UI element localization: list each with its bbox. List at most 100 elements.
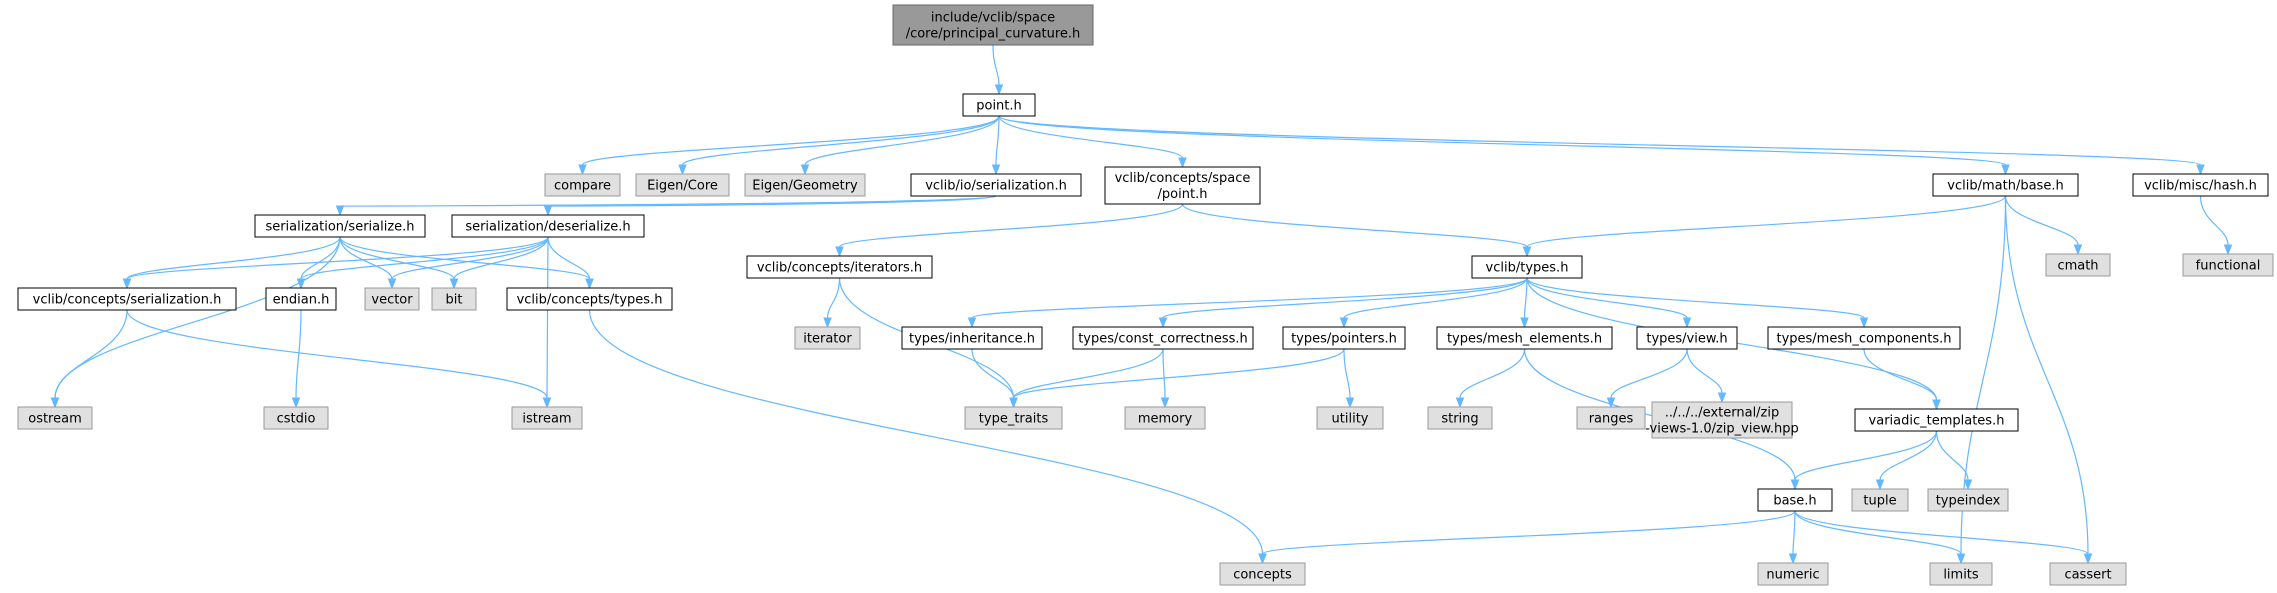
edge-types-view-to-ranges (1606, 348, 1688, 409)
node-eigen-core[interactable]: Eigen/Core (635, 173, 730, 197)
node-types[interactable]: vclib/types.h (1471, 255, 1583, 279)
node-compare[interactable]: compare (544, 173, 621, 197)
edge-arrowhead (994, 84, 1004, 96)
edge-point-to-eigen-core (678, 115, 1000, 176)
node-label: Eigen/Geometry (752, 179, 858, 194)
edge-concepts-space-point-to-concepts-iterators (835, 203, 1184, 258)
edge-types-to-types-inheritance (967, 277, 1528, 329)
node-label: ../../../external/zip (1665, 406, 1780, 421)
node-memory[interactable]: memory (1124, 406, 1206, 430)
node-numeric[interactable]: numeric (1757, 562, 1829, 586)
edge-misc-hash-to-functional (2199, 195, 2233, 256)
node-label: numeric (1766, 568, 1819, 583)
node-label: point.h (976, 99, 1022, 114)
edge-arrowhead (1932, 399, 1941, 411)
node-concepts-space-point[interactable]: vclib/concepts/space/point.h (1104, 166, 1261, 205)
node-typeindex[interactable]: typeindex (1927, 488, 2009, 512)
node-cassert[interactable]: cassert (2049, 562, 2127, 586)
edge-arrowhead (1178, 157, 1187, 169)
node-label: compare (554, 179, 611, 194)
node-box (1932, 173, 2079, 197)
node-cmath[interactable]: cmath (2045, 253, 2111, 277)
edge-line (126, 309, 548, 399)
node-eigen-geometry[interactable]: Eigen/Geometry (744, 173, 866, 197)
node-string[interactable]: string (1427, 406, 1493, 430)
node-box (1651, 401, 1793, 439)
node-utility[interactable]: utility (1316, 406, 1384, 430)
node-type-traits[interactable]: type_traits (964, 406, 1063, 430)
node-types-const-correctness[interactable]: types/const_correctness.h (1072, 326, 1254, 350)
node-ser-deserialize[interactable]: serialization/deserialize.h (451, 214, 645, 238)
node-limits[interactable]: limits (1929, 562, 1993, 586)
edge-line (1935, 430, 1969, 481)
node-variadic-templates[interactable]: variadic_templates.h (1854, 408, 2019, 432)
node-types-pointers[interactable]: types/pointers.h (1282, 326, 1406, 350)
edge-arrowhead (122, 278, 132, 290)
node-concepts[interactable]: concepts (1219, 562, 1306, 586)
node-bit[interactable]: bit (431, 287, 477, 311)
edge-line (998, 115, 1184, 159)
node-vector[interactable]: vector (364, 287, 420, 311)
edge-concepts-iterators-to-iterator (823, 277, 841, 329)
node-functional[interactable]: functional (2182, 253, 2274, 277)
node-box (962, 93, 1036, 117)
node-label: type_traits (979, 412, 1049, 427)
node-concepts-types[interactable]: vclib/concepts/types.h (506, 287, 673, 311)
node-types-mesh-components[interactable]: types/mesh_components.h (1767, 326, 1961, 350)
edge-point-to-eigen-geometry (800, 115, 1000, 176)
edge-line (453, 236, 549, 280)
edge-line (1610, 348, 1688, 399)
edge-line (1012, 348, 1345, 399)
node-box (1072, 326, 1254, 350)
node-label: vclib/concepts/types.h (517, 293, 663, 308)
edge-arrowhead (1963, 479, 1973, 491)
node-misc-hash[interactable]: vclib/misc/hash.h (2132, 173, 2269, 197)
edge-line (2004, 195, 2079, 246)
edge-arrowhead (1158, 317, 1168, 329)
node-tuple[interactable]: tuple (1851, 488, 1909, 512)
node-ostream[interactable]: ostream (17, 406, 93, 430)
edge-arrowhead (967, 317, 977, 329)
node-root[interactable]: include/vclib/space/core/principal_curva… (892, 4, 1094, 46)
node-types-view[interactable]: types/view.h (1636, 326, 1738, 350)
node-point[interactable]: point.h (962, 93, 1036, 117)
node-box (1757, 488, 1833, 512)
node-ranges[interactable]: ranges (1576, 406, 1646, 430)
node-concepts-iterators[interactable]: vclib/concepts/iterators.h (746, 255, 933, 279)
edge-line (1343, 348, 1351, 399)
edge-line (54, 309, 128, 399)
node-label: serialization/serialize.h (265, 220, 414, 235)
node-label: types/mesh_elements.h (1447, 332, 1602, 347)
node-box (544, 173, 621, 197)
node-endian[interactable]: endian.h (265, 287, 337, 311)
node-io-serialization[interactable]: vclib/io/serialization.h (910, 173, 1082, 197)
edge-types-mesh-elements-to-string (1455, 348, 1526, 409)
edge-base-to-limits (1794, 510, 1966, 565)
node-box (263, 406, 329, 430)
edge-line (992, 44, 1000, 86)
node-label: include/vclib/space (931, 11, 1055, 26)
node-label: vclib/concepts/space (1115, 171, 1251, 186)
node-zip-view[interactable]: ../../../external/zip-views-1.0/zip_view… (1645, 401, 1799, 439)
node-iterator[interactable]: iterator (794, 326, 861, 350)
node-istream[interactable]: istream (511, 406, 583, 430)
node-box (17, 406, 93, 430)
node-types-inheritance[interactable]: types/inheritance.h (901, 326, 1043, 350)
node-label: /point.h (1158, 187, 1208, 202)
node-ser-serialize[interactable]: serialization/serialize.h (254, 214, 426, 238)
node-base[interactable]: base.h (1757, 488, 1833, 512)
node-concepts-serialization[interactable]: vclib/concepts/serialization.h (17, 287, 237, 311)
edge-base-to-numeric (1788, 510, 1798, 565)
node-math-base[interactable]: vclib/math/base.h (1932, 173, 2079, 197)
node-label: cmath (2057, 259, 2098, 274)
edge-line (2199, 195, 2229, 246)
edge-line (804, 115, 1000, 166)
node-cstdio[interactable]: cstdio (263, 406, 329, 430)
edge-line (339, 236, 591, 280)
node-box (254, 214, 426, 238)
node-box (2132, 173, 2269, 197)
edge-arrowhead (1875, 479, 1885, 491)
node-box (1854, 408, 2019, 432)
node-types-mesh-elements[interactable]: types/mesh_elements.h (1436, 326, 1613, 350)
edge-math-base-to-cmath (2004, 195, 2083, 256)
